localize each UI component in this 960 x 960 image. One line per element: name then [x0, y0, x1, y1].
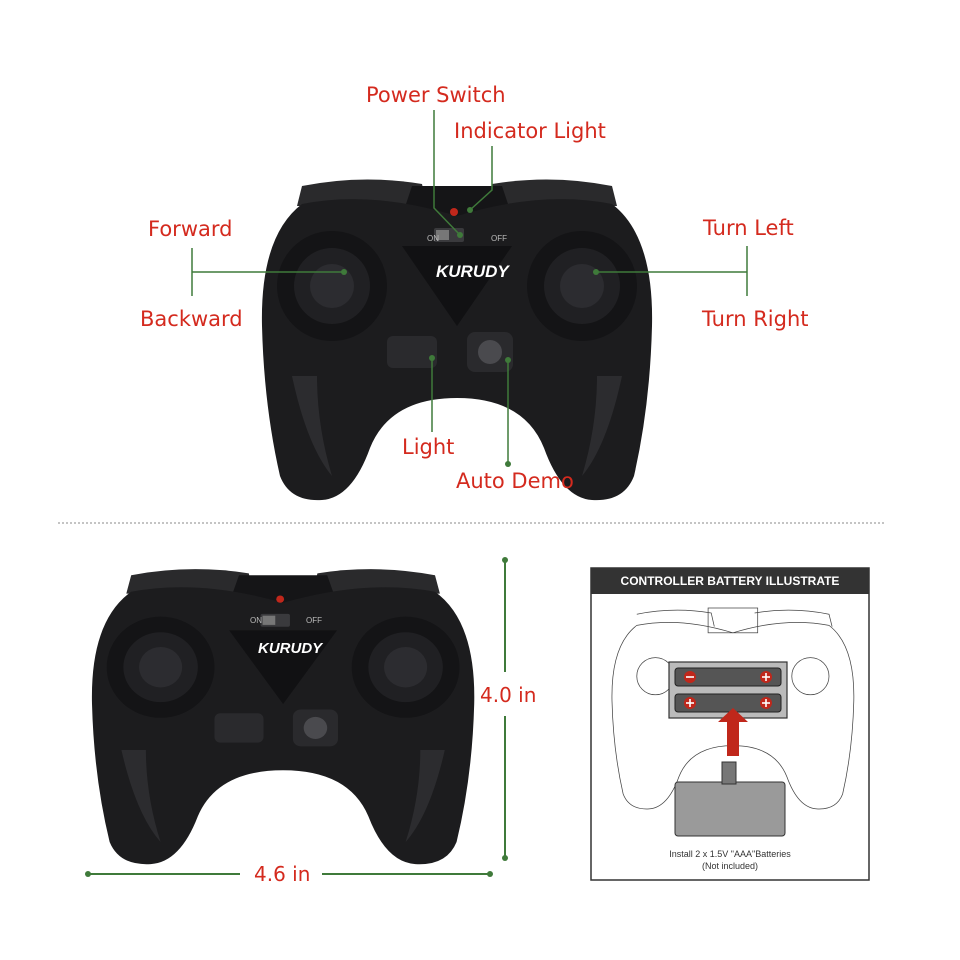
battery-panel-caption: Install 2 x 1.5V "AAA"Batteries (Not inc…	[600, 848, 860, 872]
switch-on-bottom: ON	[250, 616, 262, 625]
battery-panel-drawing	[590, 567, 870, 881]
label-indicator-light: Indicator Light	[454, 119, 606, 143]
controller-top-image	[261, 179, 653, 501]
battery-caption-line2: (Not included)	[701, 861, 759, 871]
dimension-width: 4.6 in	[254, 862, 311, 886]
battery-caption-line1: Install 2 x 1.5V "AAA"Batteries	[669, 849, 791, 859]
leader-lines	[191, 110, 748, 464]
label-light: Light	[402, 435, 455, 459]
leader-dots	[341, 207, 599, 467]
label-backward: Backward	[140, 307, 243, 331]
switch-on-top: ON	[427, 234, 439, 243]
label-auto-demo: Auto Demo	[456, 469, 574, 493]
dimension-lines	[88, 560, 506, 875]
switch-off-bottom: OFF	[306, 616, 322, 625]
battery-panel-title: CONTROLLER BATTERY ILLUSTRATE	[591, 568, 869, 594]
brand-logo-bottom: KURUDY	[258, 640, 323, 657]
label-power-switch: Power Switch	[366, 83, 506, 107]
label-turn-left: Turn Left	[703, 216, 794, 240]
label-turn-right: Turn Right	[702, 307, 809, 331]
label-forward: Forward	[148, 217, 233, 241]
brand-logo-top: KURUDY	[436, 262, 509, 281]
dimension-height: 4.0 in	[480, 683, 537, 707]
controller-bottom-image	[91, 569, 475, 865]
switch-off-top: OFF	[491, 234, 507, 243]
